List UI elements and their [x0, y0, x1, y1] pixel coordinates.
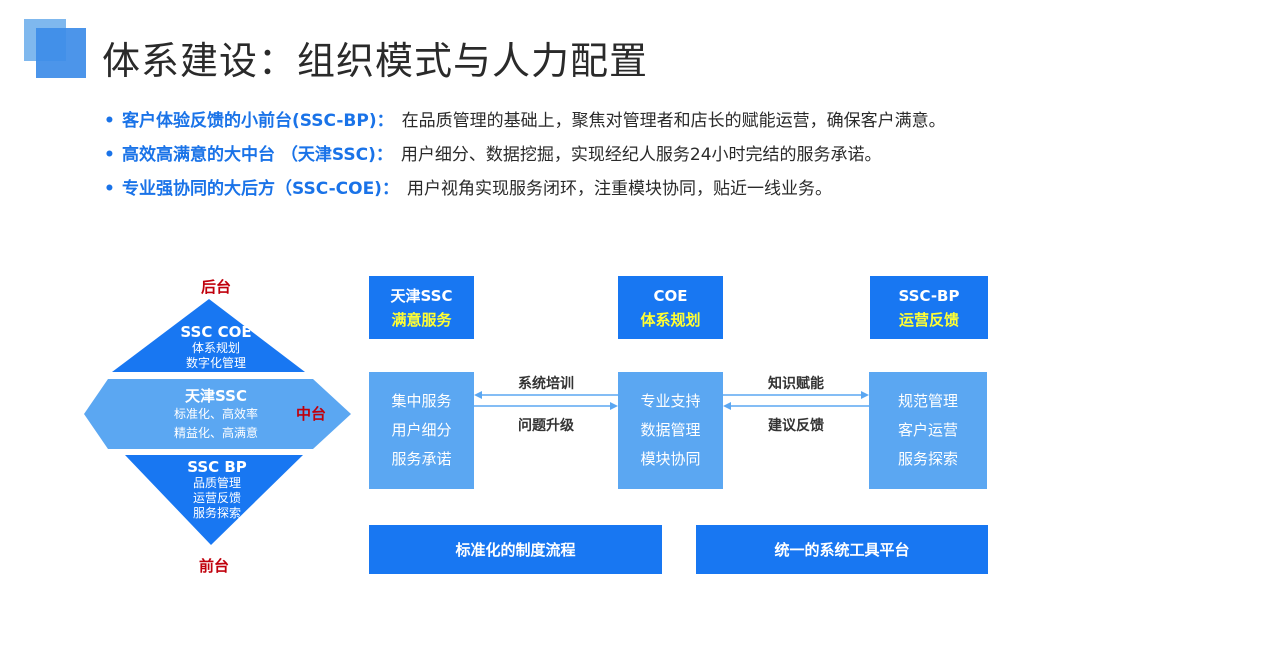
- panel-item: 客户运营: [897, 421, 958, 439]
- arrow-right-icon: [610, 402, 618, 410]
- org-diamond-diagram: [84, 299, 351, 545]
- page-title: 体系建设：组织模式与人力配置: [102, 39, 649, 83]
- diamond-middle-line: 精益化、高满意: [173, 426, 258, 440]
- frontstage-label: 前台: [199, 557, 230, 575]
- diamond-bottom-line: 品质管理: [192, 476, 241, 490]
- arrow-right-icon: [861, 391, 869, 399]
- bullet-list: • 客户体验反馈的小前台(SSC-BP)： 在品质管理的基础上，聚焦对管理者和店…: [104, 106, 946, 208]
- column-header-subtitle: 满意服务: [391, 310, 452, 329]
- panel-item: 专业支持: [640, 392, 701, 410]
- column-header-ssc-bp: SSC-BP 运营反馈: [870, 276, 988, 339]
- column-header-subtitle: 运营反馈: [898, 310, 959, 329]
- bullet-text: 在品质管理的基础上，聚焦对管理者和店长的赋能运营，确保客户满意。: [401, 111, 946, 131]
- column-header-coe: COE 体系规划: [618, 276, 723, 339]
- diamond-bottom-line: 运营反馈: [192, 491, 241, 505]
- logo-square-front: [36, 28, 86, 78]
- panel-item: 模块协同: [640, 450, 701, 468]
- diamond-top-triangle: [112, 299, 305, 372]
- arrow-left-icon: [474, 391, 482, 399]
- middle-platform-label: 中台: [296, 405, 327, 423]
- diamond-middle-text: 天津SSC 标准化、高效率 精益化、高满意: [152, 387, 280, 443]
- diamond-top-line: 数字化管理: [185, 356, 246, 370]
- diamond-middle-title: 天津SSC: [185, 387, 247, 405]
- column-header-title: 天津SSC: [390, 286, 453, 305]
- column-panel-tianjin-ssc: 集中服务 用户细分 服务承诺: [369, 372, 474, 489]
- diamond-bottom-text: SSC BP 品质管理 运营反馈 服务探索: [167, 458, 267, 521]
- column-panel-ssc-bp: 规范管理 客户运营 服务探索: [869, 372, 987, 489]
- bullet-item: • 专业强协同的大后方（SSC-COE)： 用户视角实现服务闭环，注重模块协同，…: [104, 174, 946, 208]
- diamond-top-line: 体系规划: [191, 341, 240, 355]
- diamond-top-text: SSC COE 体系规划 数字化管理: [166, 323, 266, 371]
- bullet-label: 专业强协同的大后方（SSC-COE)：: [122, 179, 399, 199]
- diamond-top-title: SSC COE: [180, 323, 252, 341]
- diamond-bottom-line: 服务探索: [192, 506, 241, 520]
- flow-arrows-right: [723, 391, 869, 410]
- bullet-dot-icon: •: [104, 179, 115, 199]
- diamond-bottom-title: SSC BP: [187, 458, 247, 476]
- diamond-bottom-triangle: [125, 455, 303, 545]
- flow-label: 问题升级: [518, 418, 574, 434]
- bullet-item: • 客户体验反馈的小前台(SSC-BP)： 在品质管理的基础上，聚焦对管理者和店…: [104, 106, 946, 140]
- flow-arrows-left: [474, 391, 618, 410]
- column-header-title: SSC-BP: [898, 286, 960, 305]
- column-header-title: COE: [653, 286, 688, 305]
- flow-label: 建议反馈: [768, 418, 824, 434]
- bullet-text: 用户细分、数据挖掘，实现经纪人服务24小时完结的服务承诺。: [400, 145, 882, 165]
- panel-item: 规范管理: [897, 392, 958, 410]
- column-panel-coe: 专业支持 数据管理 模块协同: [618, 372, 723, 489]
- bullet-item: • 高效高满意的大中台 （天津SSC)： 用户细分、数据挖掘，实现经纪人服务24…: [104, 140, 946, 174]
- panel-item: 数据管理: [640, 421, 701, 439]
- diamond-middle-line: 标准化、高效率: [173, 407, 258, 421]
- bar-standard-process: 标准化的制度流程: [369, 525, 662, 574]
- bullet-dot-icon: •: [104, 111, 115, 131]
- panel-item: 服务探索: [897, 450, 958, 468]
- panel-item: 集中服务: [391, 392, 452, 410]
- diamond-middle-hexagon: [84, 379, 351, 449]
- flow-label: 知识赋能: [768, 376, 824, 392]
- flow-label: 系统培训: [518, 376, 574, 392]
- bullet-text: 用户视角实现服务闭环，注重模块协同，贴近一线业务。: [406, 179, 832, 199]
- column-header-tianjin-ssc: 天津SSC 满意服务: [369, 276, 474, 339]
- bullet-dot-icon: •: [104, 145, 115, 165]
- arrow-left-icon: [723, 402, 731, 410]
- column-header-subtitle: 体系规划: [640, 310, 701, 329]
- bullet-label: 高效高满意的大中台 （天津SSC)：: [122, 145, 393, 165]
- bar-unified-system-platform: 统一的系统工具平台: [696, 525, 988, 574]
- backstage-label: 后台: [201, 278, 232, 296]
- panel-item: 服务承诺: [391, 450, 452, 468]
- panel-item: 用户细分: [391, 421, 452, 439]
- bullet-label: 客户体验反馈的小前台(SSC-BP)：: [122, 111, 394, 131]
